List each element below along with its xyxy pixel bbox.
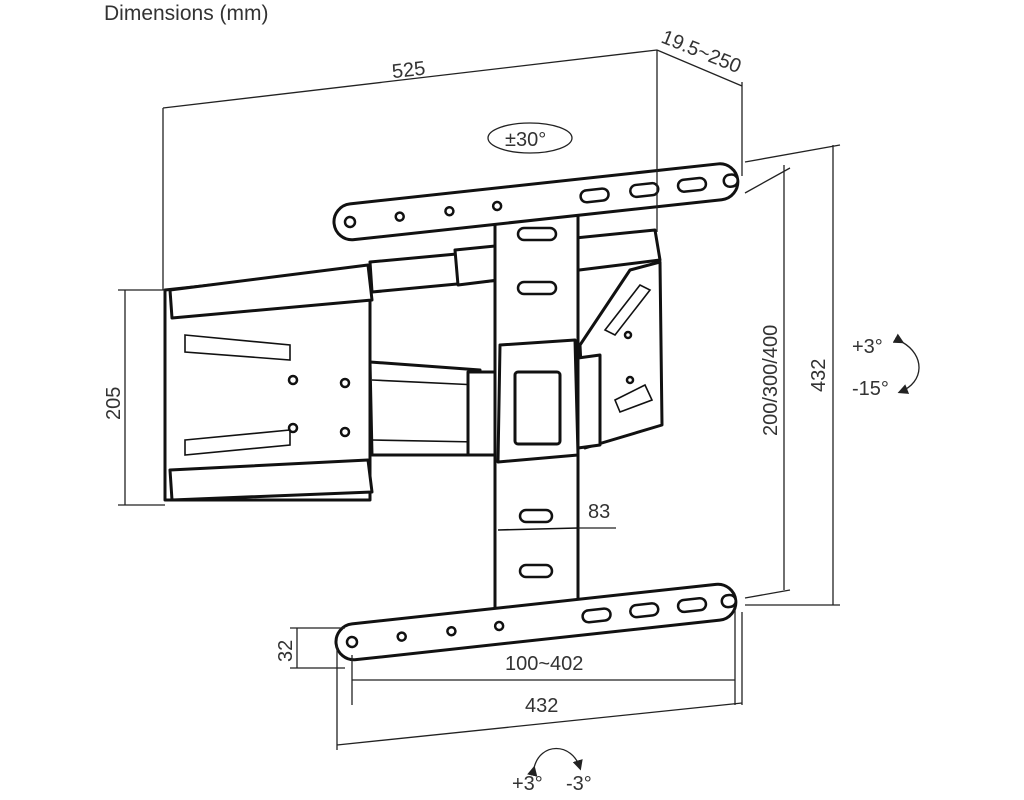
tilt-up-label: +3° <box>852 336 883 358</box>
tilt-down-label: -15° <box>852 378 889 400</box>
rail-height-label: 432 <box>808 359 830 392</box>
depth-label: 19.5~250 <box>658 26 744 78</box>
rail-length-label: 432 <box>525 695 558 717</box>
vesa-vertical-label: 200/300/400 <box>760 325 782 436</box>
right-bracket <box>576 260 664 450</box>
lower-arm <box>368 360 500 457</box>
top-rail <box>332 162 740 242</box>
bottom-rail <box>334 582 738 662</box>
level-minus-label: -3° <box>566 773 592 795</box>
level-plus-label: +3° <box>512 773 543 795</box>
wall-plate-height-label: 205 <box>103 387 125 420</box>
swivel-label: ±30° <box>505 129 546 151</box>
rail-thickness-label: 32 <box>275 640 297 662</box>
vertical-plate <box>493 193 580 614</box>
vesa-horizontal-label: 100~402 <box>505 653 583 675</box>
diagram-title: Dimensions (mm) <box>104 2 269 25</box>
dimension-lines <box>118 49 920 777</box>
wall-plate <box>163 263 374 502</box>
width-label: 525 <box>391 58 427 84</box>
plate-width-label: 83 <box>588 501 610 523</box>
